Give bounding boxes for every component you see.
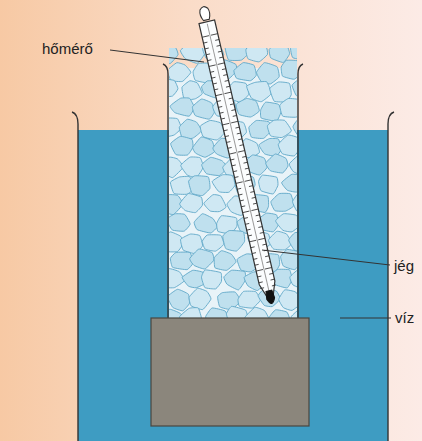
- ice-chunk: [223, 231, 245, 252]
- ice-chunk: [189, 176, 210, 196]
- ice-chunk: [279, 290, 297, 311]
- ice-chunk: [169, 63, 191, 82]
- ice-chunk: [276, 214, 297, 232]
- ice-chunk: [169, 289, 190, 311]
- ice-chunk: [278, 135, 297, 156]
- ice-chunk: [179, 119, 201, 139]
- ice-chunk: [226, 306, 247, 318]
- ice-chunk: [281, 60, 297, 79]
- ice-chunk: [245, 307, 270, 318]
- ice-chunk: [238, 291, 261, 308]
- thermometer: [196, 5, 280, 305]
- ice-chunk: [246, 48, 268, 62]
- ice-chunk: [170, 98, 194, 116]
- ice-chunk: [271, 193, 294, 211]
- ice-chunk: [259, 175, 278, 194]
- ice-chunk: [181, 157, 204, 178]
- ice-chunk: [169, 48, 178, 64]
- ice-chunk: [257, 63, 280, 84]
- ice-chunk: [293, 192, 297, 213]
- ice-chunk: [234, 63, 256, 81]
- ice-chunk: [290, 269, 297, 290]
- leader-line: [262, 250, 390, 265]
- ice-chunk: [269, 310, 291, 318]
- ice-chunk: [266, 154, 288, 173]
- ice-chunk: [224, 270, 246, 290]
- leader-line: [110, 50, 204, 62]
- part-label: hőmérő: [42, 41, 93, 56]
- support-block: [151, 318, 309, 426]
- ice-chunk: [259, 138, 281, 156]
- ice-chunk: [214, 251, 236, 271]
- ice-chunk: [192, 99, 214, 119]
- ice-chunk: [293, 119, 297, 137]
- ice-chunk: [236, 98, 259, 117]
- ice-chunk: [179, 308, 201, 318]
- ice-chunk: [193, 137, 215, 157]
- ice-chunks: [169, 48, 297, 318]
- ice-chunk: [169, 214, 190, 232]
- ice-chunk: [190, 249, 214, 269]
- ice-chunk: [268, 231, 291, 250]
- water: [78, 130, 388, 441]
- ice-chunk: [180, 194, 203, 213]
- part-label: víz: [395, 310, 414, 325]
- ice-chunk: [169, 79, 178, 97]
- ice-chunk: [189, 288, 211, 309]
- ice-chunk: [171, 136, 193, 155]
- ice-chunk: [291, 309, 297, 318]
- ice-chunk: [225, 48, 249, 60]
- ice-chunk: [204, 195, 226, 212]
- part-label: jég: [394, 258, 414, 273]
- ice-chunk: [260, 102, 281, 121]
- ice-chunk: [292, 79, 297, 97]
- leader-line: [340, 318, 391, 319]
- ice-chunk: [289, 155, 297, 177]
- ice-chunk: [280, 98, 297, 117]
- ice-chunk: [206, 308, 228, 318]
- ice-chunk: [212, 175, 235, 193]
- ice-chunk: [201, 270, 221, 289]
- ice-chunk: [182, 81, 202, 100]
- ice-chunk: [289, 232, 297, 251]
- ice-chunk: [170, 252, 193, 270]
- ice-chunk: [202, 235, 224, 251]
- ice-chunk: [194, 214, 217, 233]
- ice-chunk: [290, 48, 297, 61]
- ice-chunk: [282, 174, 297, 192]
- ice-chunk: [258, 289, 280, 307]
